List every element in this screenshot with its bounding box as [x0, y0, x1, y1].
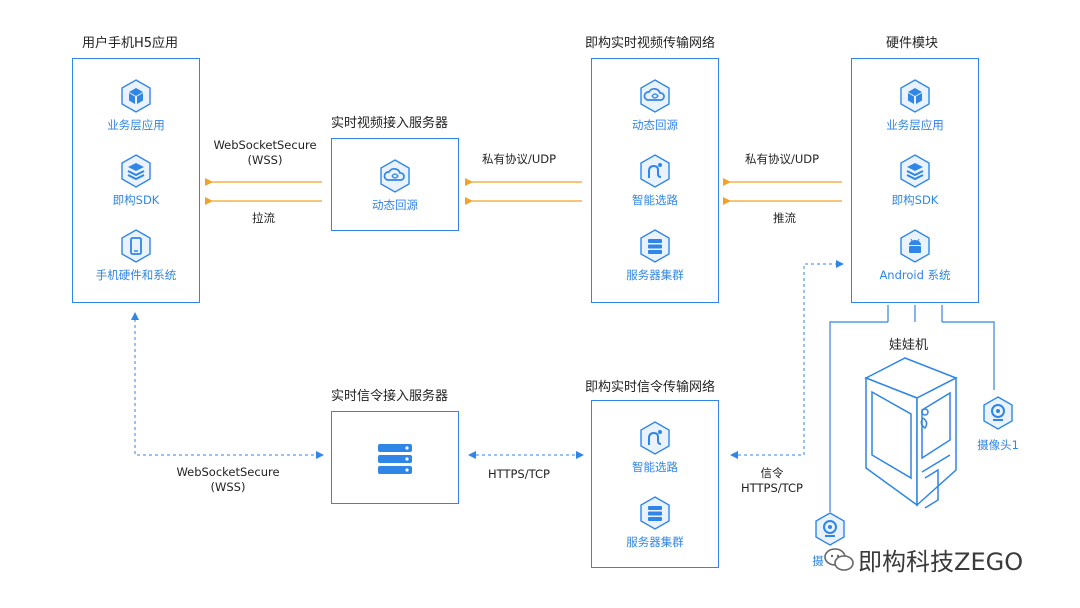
server-icon — [640, 229, 670, 263]
camera-1: 摄像头1 — [976, 396, 1020, 453]
watermark: 即构科技ZEGO — [858, 548, 1024, 576]
private-udp-label-1: 私有协议/UDP — [482, 152, 557, 166]
claw-machine-title: 娃娃机 — [889, 338, 929, 353]
https-tcp-label: HTTPS/TCP — [488, 467, 550, 481]
wss-signal-line — [134, 313, 322, 456]
hardware-zego-sdk: 即构SDK — [852, 154, 978, 208]
private-udp-label-2: 私有协议/UDP — [745, 152, 820, 166]
signal-access-box — [331, 411, 459, 504]
android-icon — [900, 229, 930, 263]
cloud-icon — [640, 79, 670, 113]
video-access-title: 实时视频接入服务器 — [331, 116, 449, 131]
wss-bottom-label: WebSocketSecure(WSS) — [176, 465, 280, 494]
server-icon — [640, 496, 670, 530]
h5-app-box: 业务层应用 即构SDK 手机硬件和系统 — [72, 58, 200, 303]
video-network-dynamic-origin: 动态回源 — [592, 79, 718, 133]
video-access-box: 动态回源 — [331, 138, 459, 231]
signal-network-server-cluster: 服务器集群 — [592, 496, 718, 550]
push-stream-label: 推流 — [773, 211, 796, 225]
signal-network-title: 即构实时信令传输网络 — [585, 380, 716, 395]
h5-zego-sdk: 即构SDK — [73, 154, 199, 208]
video-access-dynamic-origin: 动态回源 — [332, 159, 458, 213]
hardware-business-app: 业务层应用 — [852, 79, 978, 133]
signal-hardware-line — [732, 263, 842, 456]
claw-machine-drawing — [864, 357, 958, 509]
wechat-icon — [824, 548, 854, 571]
hardware-module-box: 业务层应用 即构SDK Android 系统 — [851, 58, 979, 303]
camera-icon — [815, 512, 845, 546]
video-network-server-cluster: 服务器集群 — [592, 229, 718, 283]
phone-icon — [121, 229, 151, 263]
cube-icon — [900, 79, 930, 113]
signal-network-box: 智能选路 服务器集群 — [591, 400, 719, 568]
h5-app-title: 用户手机H5应用 — [82, 36, 179, 51]
video-network-title: 即构实时视频传输网络 — [585, 36, 716, 51]
h5-phone-hardware: 手机硬件和系统 — [73, 229, 199, 283]
pull-stream-label: 拉流 — [252, 211, 275, 225]
signal-access-title: 实时信令接入服务器 — [331, 389, 449, 404]
hardware-module-title: 硬件模块 — [886, 36, 939, 51]
signal-network-smart-route: 智能选路 — [592, 421, 718, 475]
route-icon — [640, 154, 670, 188]
layers-icon — [121, 154, 151, 188]
video-network-smart-route: 智能选路 — [592, 154, 718, 208]
h5-business-app: 业务层应用 — [73, 79, 199, 133]
video-network-box: 动态回源 智能选路 服务器集群 — [591, 58, 719, 303]
cloud-icon — [380, 159, 410, 193]
server-stack-icon — [378, 444, 412, 474]
cube-icon — [121, 79, 151, 113]
camera-2: 摄 — [808, 512, 852, 569]
hardware-android-system: Android 系统 — [852, 229, 978, 283]
wss-top-label: WebSocketSecure(WSS) — [213, 138, 317, 167]
route-icon — [640, 421, 670, 455]
layers-icon — [900, 154, 930, 188]
camera-icon — [983, 396, 1013, 430]
